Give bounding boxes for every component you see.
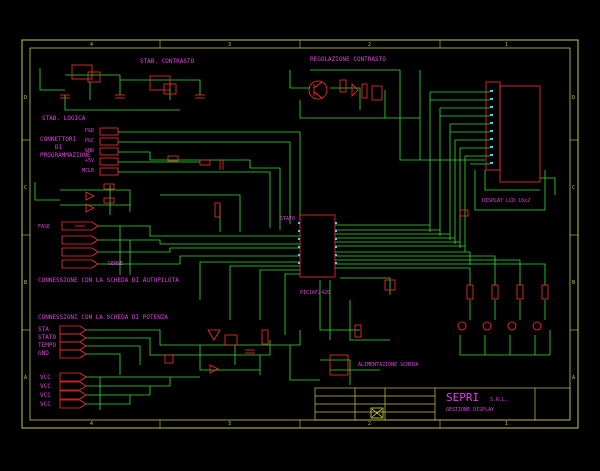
label-vcc3: VCC	[40, 392, 51, 399]
logo-mark	[370, 407, 384, 419]
label-gnd2: GND	[38, 350, 49, 357]
label-conn-potenza: CONNESSIONI CON LA SCHEDA DI POTENZA	[38, 314, 169, 321]
zone-top-3: 3	[228, 42, 232, 48]
wire-net	[34, 68, 556, 410]
label-stab-logica: STAB. LOGICA	[42, 115, 86, 122]
zone-left-a: A	[24, 375, 28, 381]
zone-top-4: 4	[90, 42, 94, 48]
zone-bottom-4: 4	[90, 421, 94, 427]
label-alim-note: ALIMENTAZIONE SCHEDA	[358, 362, 419, 368]
title-description: GESTIONE DISPLAY	[446, 407, 495, 413]
title-company-sub: S.R.L.	[490, 397, 509, 403]
label-fase: FASE	[38, 224, 51, 230]
label-connettori: CONNETTORI	[40, 136, 77, 143]
label-mcu: PIC16F2420	[300, 290, 331, 296]
label-connettori-di: DI	[55, 144, 63, 151]
label-sense: SENSE	[108, 261, 124, 267]
zone-bottom-3: 3	[228, 421, 232, 427]
zone-right-d: D	[572, 95, 576, 101]
zone-left-b: B	[24, 280, 28, 286]
label-stab-contrasto: STAB. CONTRASTO	[140, 58, 195, 65]
label-tempo: TEMPO	[38, 342, 57, 349]
label-sta: STA	[38, 326, 49, 333]
label-vcc2: VCC	[40, 383, 51, 390]
zone-right-a: A	[572, 375, 576, 381]
zone-bottom-2: 2	[368, 421, 372, 427]
label-vcc: +5V	[85, 158, 95, 164]
label-pgc: PGC	[85, 138, 95, 144]
label-programmazione: PROGRAMMAZIONE	[40, 152, 91, 159]
label-stato2: STATO	[38, 334, 57, 341]
label-mclr: MCLR	[82, 168, 95, 174]
label-regolazione-contrasto: REGOLAZIONE CONTRASTO	[310, 56, 386, 63]
zone-right-c: C	[572, 185, 576, 191]
label-gnd: GND	[85, 148, 95, 154]
label-conn-autopilota: CONNESSIONE CON LA SCHEDA DI AUTOPILOTA	[38, 277, 179, 284]
zone-right-b: B	[572, 280, 576, 286]
pin-marks	[298, 90, 493, 264]
title-company: SEPRI	[446, 391, 480, 404]
zone-left-d: D	[24, 95, 28, 101]
component-set	[59, 64, 549, 409]
zone-left-c: C	[24, 185, 28, 191]
zone-top-1: 1	[505, 42, 509, 48]
label-stato: STATO	[280, 216, 296, 222]
label-pgd: PGD	[85, 128, 95, 134]
label-vcc1: VCC	[40, 374, 51, 381]
label-display: DISPLAY LCD 16x2	[482, 198, 531, 204]
zone-bottom-1: 1	[505, 421, 509, 427]
zone-top-2: 2	[368, 42, 372, 48]
title-block	[314, 387, 571, 421]
label-vcc4: VCC	[40, 401, 51, 408]
